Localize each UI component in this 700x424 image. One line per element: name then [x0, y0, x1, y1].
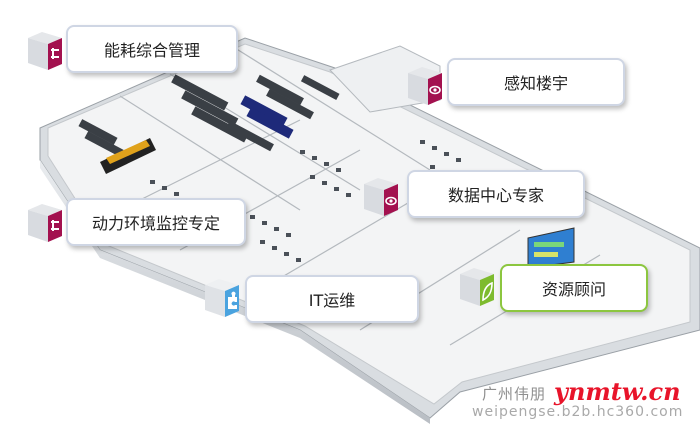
highlight-racks: [240, 95, 294, 139]
module-environment-label: 动力环境监控专定: [91, 214, 220, 233]
watermark-site: weipengse.b2b.hc360.com: [472, 404, 684, 420]
right-screen: [527, 227, 575, 269]
module-itops-label: IT运维: [308, 291, 356, 310]
module-environment-monitoring[interactable]: 动力环境监控专定: [66, 198, 246, 246]
plug-icon: [28, 204, 62, 242]
watermark-company: 广州伟朋: [482, 385, 547, 403]
module-it-operations[interactable]: IT运维: [245, 275, 419, 323]
eye-icon: [364, 178, 398, 216]
module-perception-label: 感知楼宇: [503, 74, 568, 93]
module-perception-building[interactable]: 感知楼宇: [447, 58, 625, 106]
module-datacenter-expert[interactable]: 数据中心专家: [407, 170, 585, 218]
building-wall: [40, 160, 430, 424]
server-racks: [78, 74, 340, 157]
plug-icon: [28, 32, 62, 70]
leaf-icon: [460, 268, 494, 306]
watermark-brand: ynmtw.cn: [554, 377, 681, 406]
module-resource-label: 资源顾问: [541, 280, 606, 299]
module-energy-label: 能耗综合管理: [103, 41, 200, 60]
monitor-wall: [100, 138, 156, 174]
eye-icon: [408, 67, 442, 105]
module-datacenter-label: 数据中心专家: [447, 186, 544, 205]
module-resource-advisor[interactable]: 资源顾问: [500, 264, 648, 312]
puzzle-icon: [205, 279, 239, 317]
module-energy-management[interactable]: 能耗综合管理: [66, 25, 238, 73]
